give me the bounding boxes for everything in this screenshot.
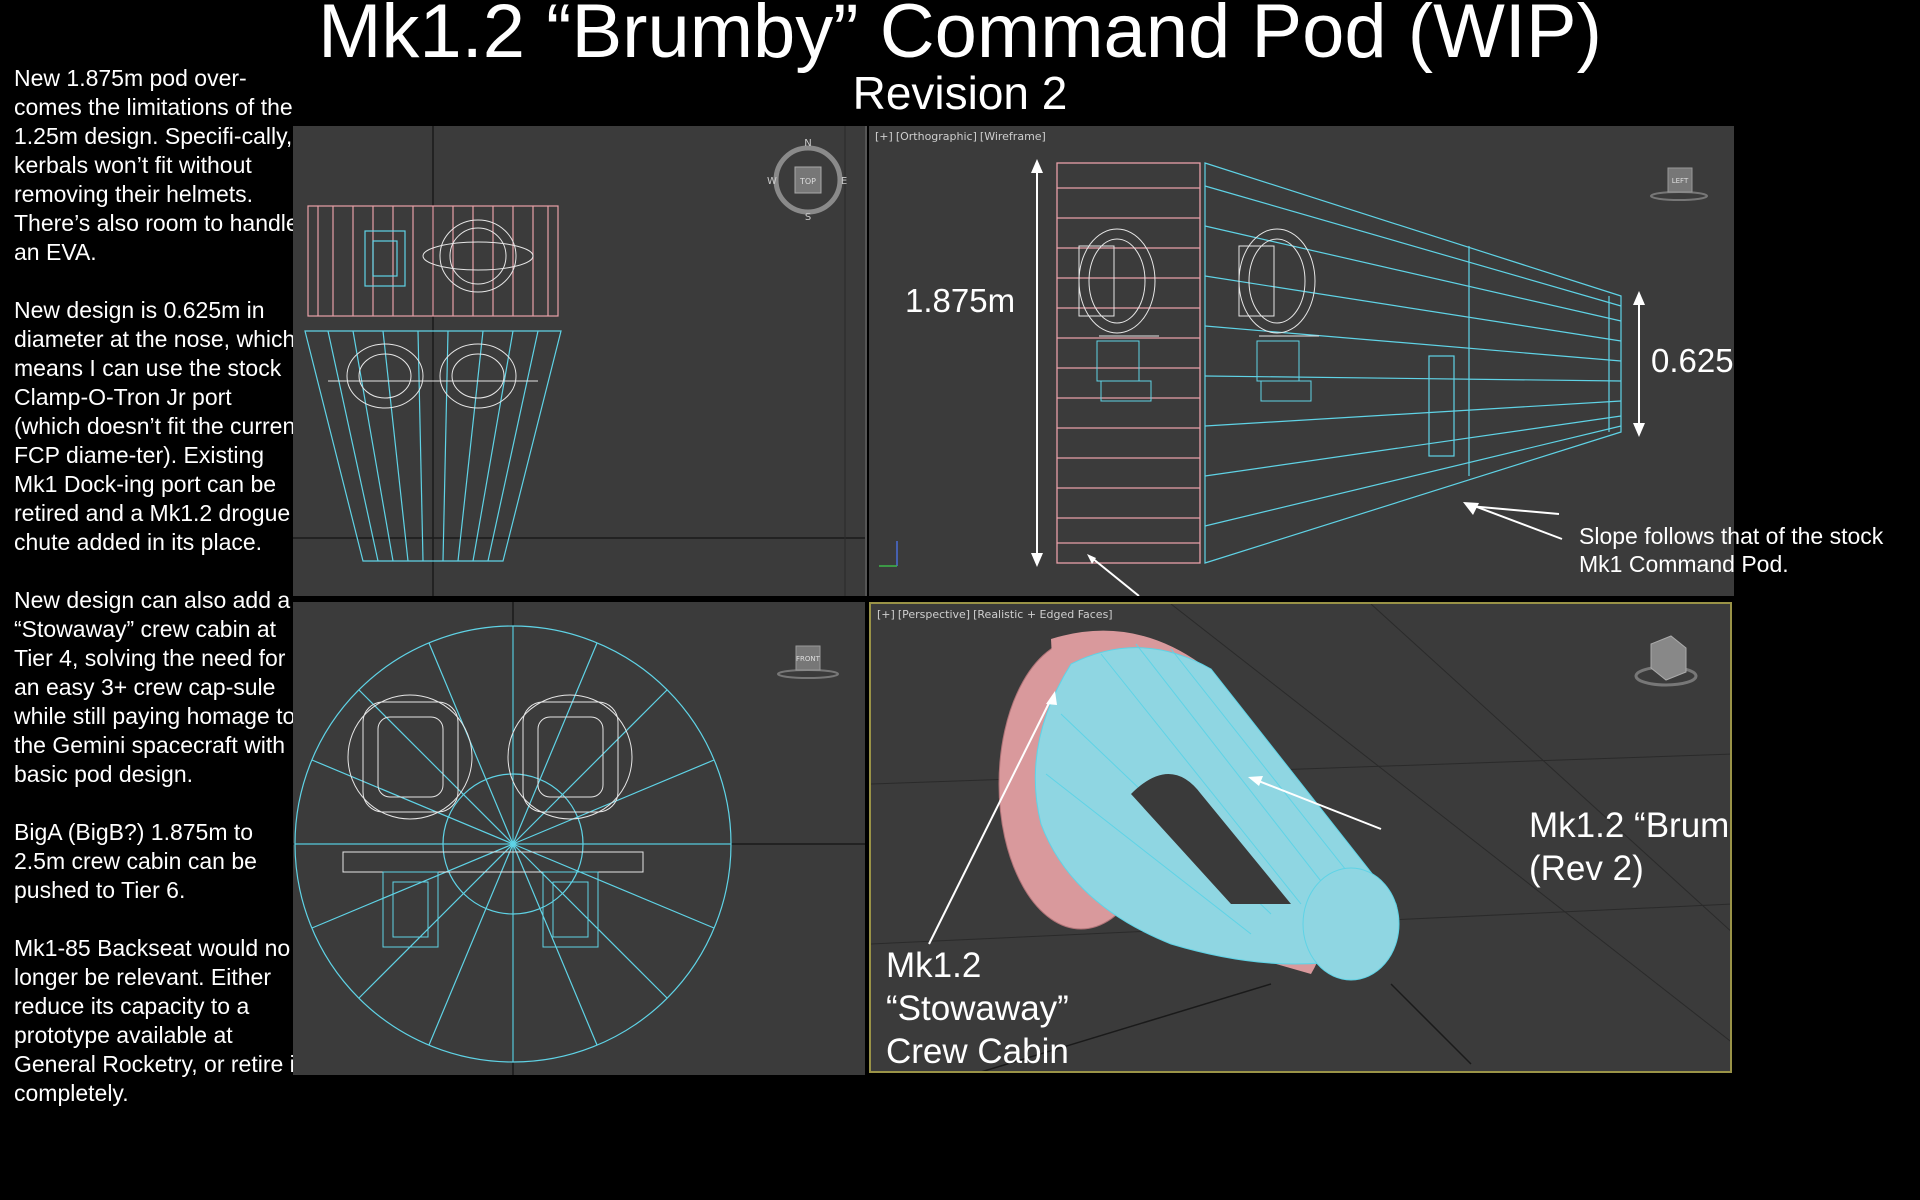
description-panel: New 1.875m pod over-comes the limitation… bbox=[14, 64, 304, 1137]
dimension-arrow-small bbox=[1633, 291, 1645, 437]
perspective-render bbox=[871, 604, 1730, 1071]
viewcube-perspective-icon bbox=[1634, 635, 1698, 687]
page-subtitle: Revision 2 bbox=[852, 67, 1068, 119]
svg-text:N: N bbox=[804, 138, 811, 149]
viewcube-front-icon: FRONT bbox=[777, 645, 839, 679]
dimension-label-small: 0.625m bbox=[1651, 342, 1734, 379]
viewport-front[interactable]: FRONT bbox=[293, 602, 865, 1075]
brumby-label: Mk1.2 “Brumby” (Rev 2) bbox=[1529, 806, 1730, 888]
description-paragraph: Mk1-85 Backseat would no longer be relev… bbox=[14, 935, 302, 1106]
description-paragraph: New design can also add a “Stowaway” cre… bbox=[14, 587, 296, 787]
dimension-label-large: 1.875m bbox=[905, 282, 1016, 319]
axis-gizmo-icon bbox=[879, 541, 898, 567]
dimension-arrow-large bbox=[1031, 159, 1043, 567]
brumby-pod-body bbox=[1034, 647, 1398, 965]
description-paragraph: New 1.875m pod over-comes the limitation… bbox=[14, 65, 299, 265]
viewport-top[interactable]: TOP N E S W bbox=[293, 126, 867, 596]
callout-arrow-left bbox=[1087, 554, 1140, 596]
viewport-left-ortho[interactable]: [+][Orthographic][Wireframe] bbox=[869, 126, 1734, 596]
slope-note: Slope follows that of the stock Mk1 Comm… bbox=[1579, 523, 1884, 577]
svg-text:E: E bbox=[841, 176, 847, 187]
callout-arrow bbox=[1463, 502, 1563, 540]
viewport-perspective[interactable]: [+][Perspective][Realistic + Edged Faces… bbox=[869, 602, 1732, 1073]
top-view-wireframe: TOP N E S W bbox=[293, 126, 865, 596]
svg-text:LEFT: LEFT bbox=[1672, 177, 1689, 185]
front-view-wireframe: FRONT bbox=[293, 602, 865, 1075]
svg-text:FRONT: FRONT bbox=[796, 655, 821, 663]
left-view-wireframe: LEFT bbox=[879, 159, 1708, 596]
page-title: Mk1.2 “Brumby” Command Pod (WIP) bbox=[318, 0, 1602, 74]
stowaway-label: Mk1.2 “Stowaway” Crew Cabin bbox=[886, 946, 1069, 1071]
callout-arrows bbox=[928, 691, 1382, 945]
viewport-label: [+][Perspective][Realistic + Edged Faces… bbox=[877, 608, 1113, 621]
viewport-label: [+][Orthographic][Wireframe] bbox=[875, 130, 1046, 143]
svg-text:S: S bbox=[805, 212, 811, 223]
description-paragraph: BigA (BigB?) 1.875m to 2.5m crew cabin c… bbox=[14, 819, 257, 903]
compass-icon: TOP N E S W bbox=[767, 138, 847, 223]
svg-text:W: W bbox=[767, 176, 777, 187]
description-paragraph: New design is 0.625m in diameter at the … bbox=[14, 297, 302, 555]
svg-text:TOP: TOP bbox=[799, 177, 816, 186]
viewcube-left-icon: LEFT bbox=[1650, 167, 1708, 201]
